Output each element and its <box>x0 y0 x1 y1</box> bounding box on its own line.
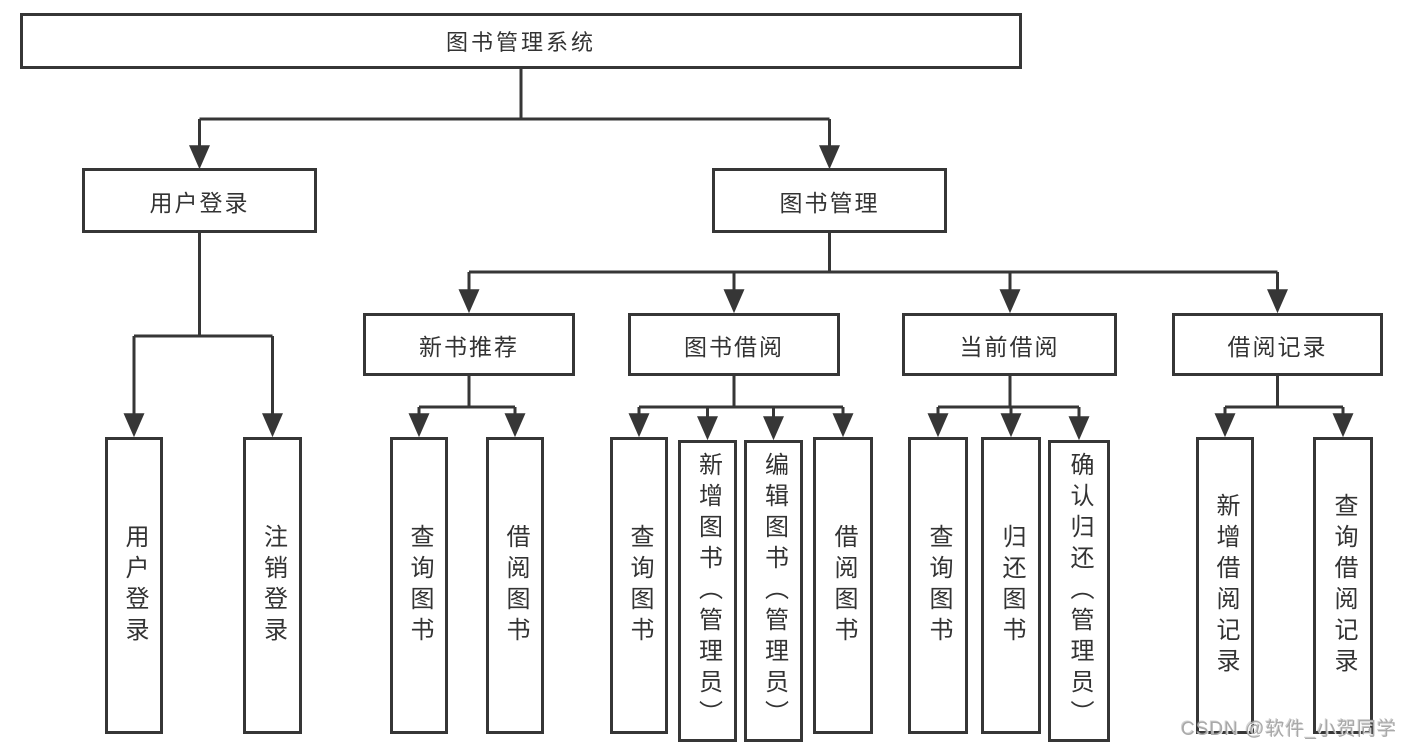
leaf-borrow-book-newbook: 借阅图书 <box>486 437 544 734</box>
leaf-add-book-admin: 新增图书（管理员） <box>678 440 737 742</box>
node-current-borrow: 当前借阅 <box>902 313 1117 376</box>
leaf-query-book-borrow: 查询图书 <box>610 437 668 734</box>
node-new-book-recommend: 新书推荐 <box>363 313 575 376</box>
leaf-query-book-newbook: 查询图书 <box>390 437 448 734</box>
node-root: 图书管理系统 <box>20 13 1022 69</box>
leaf-return-book: 归还图书 <box>981 437 1041 734</box>
leaf-query-book-current: 查询图书 <box>908 437 968 734</box>
leaf-user-login: 用户登录 <box>105 437 163 734</box>
leaf-logout: 注销登录 <box>243 437 302 734</box>
leaf-add-borrow-record: 新增借阅记录 <box>1196 437 1254 734</box>
leaf-edit-book-admin: 编辑图书（管理员） <box>744 440 803 742</box>
leaf-query-borrow-record: 查询借阅记录 <box>1313 437 1373 734</box>
node-book-borrow: 图书借阅 <box>628 313 840 376</box>
node-book-management: 图书管理 <box>712 168 947 233</box>
node-user-login: 用户登录 <box>82 168 317 233</box>
csdn-watermark: CSDN @软件_小贺同学 <box>1181 719 1397 740</box>
leaf-confirm-return-admin: 确认归还（管理员） <box>1048 440 1110 742</box>
node-borrow-record: 借阅记录 <box>1172 313 1383 376</box>
leaf-borrow-book: 借阅图书 <box>813 437 873 734</box>
